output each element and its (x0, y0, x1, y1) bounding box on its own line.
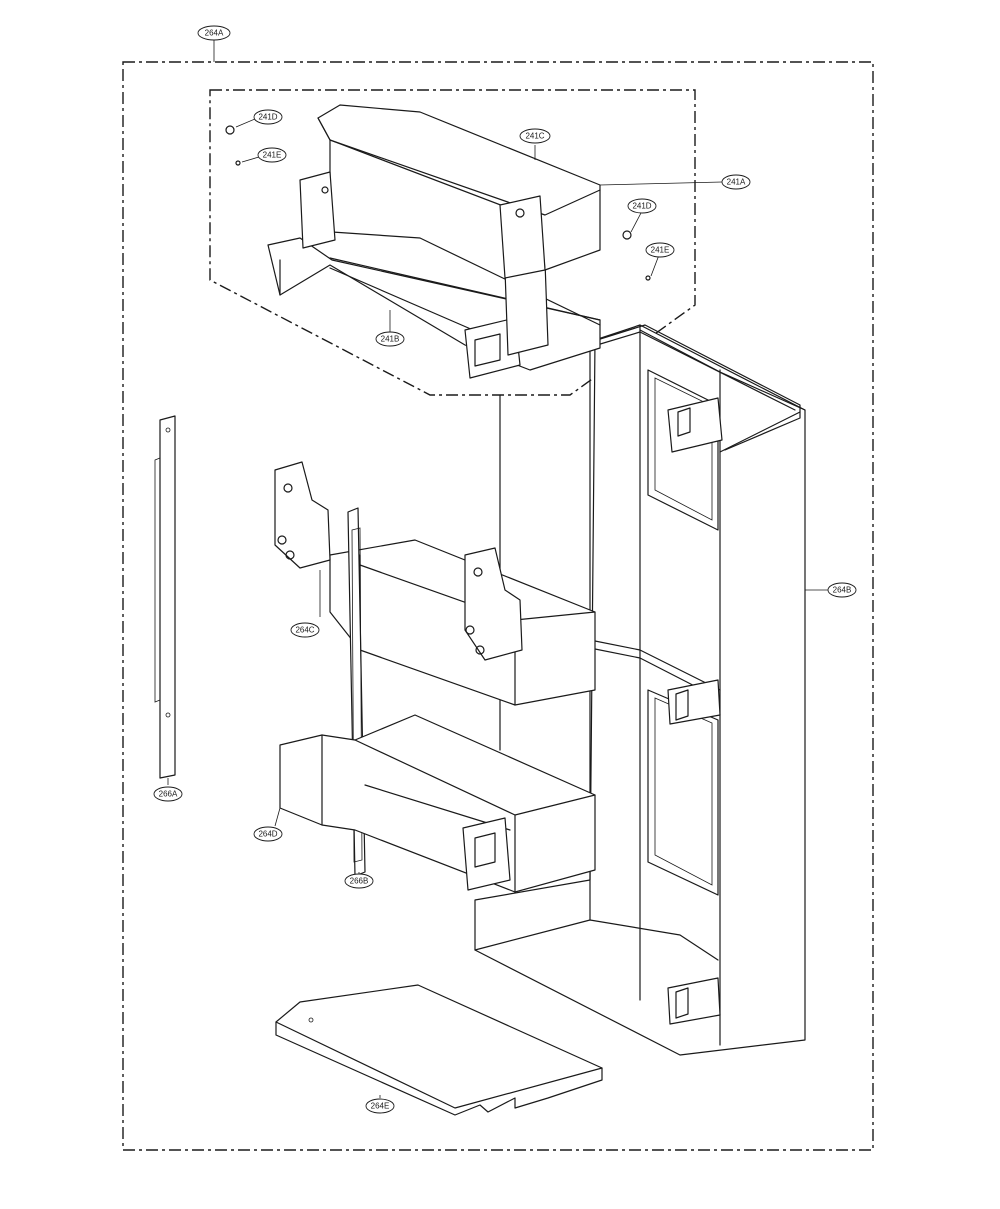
callout-label: 264E (371, 1102, 390, 1111)
callout-label: 241A (727, 178, 746, 187)
hardware-parts (225, 118, 723, 281)
callout-264E: 264E (365, 1098, 395, 1114)
callout-266A: 266A (153, 786, 183, 802)
callout-264A-top: 264A (197, 25, 231, 41)
lower-basket (274, 714, 596, 893)
callout-241C: 241C (519, 128, 551, 144)
callout-label: 264A (205, 29, 224, 38)
middle-basket (274, 461, 596, 706)
callout-264D: 264D (253, 826, 283, 842)
upper-basket (267, 231, 601, 379)
callout-label: 264D (258, 830, 277, 839)
callout-label: 266B (350, 877, 369, 886)
callout-label: 241D (632, 202, 651, 211)
callout-241B: 241B (375, 331, 405, 347)
callout-264B: 264B (827, 582, 857, 598)
callout-264C: 264C (290, 622, 320, 638)
callout-241E-2: 241E (645, 242, 675, 258)
callout-label: 241E (651, 246, 670, 255)
side-strip-left (154, 415, 176, 785)
callout-label: 241D (258, 113, 277, 122)
callout-label: 241B (381, 335, 400, 344)
door-liner (474, 324, 828, 1056)
callout-266B: 266B (344, 873, 374, 889)
callout-label: 241C (525, 132, 544, 141)
callout-label: 241E (263, 151, 282, 160)
callout-241E-1: 241E (257, 147, 287, 163)
bottom-plate (275, 984, 603, 1116)
callout-241D-2: 241D (627, 198, 657, 214)
callout-241A: 241A (721, 174, 751, 190)
callout-label: 266A (159, 790, 178, 799)
upper-basket-cover (299, 104, 601, 279)
outer-assembly-boundary (122, 40, 874, 1151)
callout-241D-1: 241D (253, 109, 283, 125)
callout-label: 264C (295, 626, 314, 635)
callout-label: 264B (833, 586, 852, 595)
basket-subassembly-boundary (209, 89, 696, 396)
